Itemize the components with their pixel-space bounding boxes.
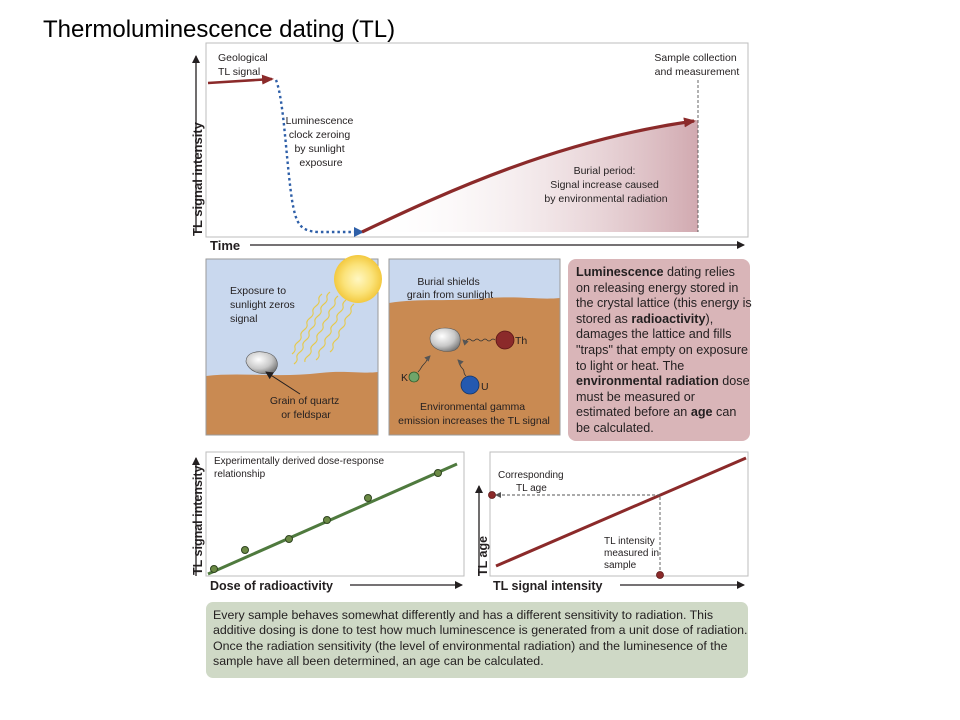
exposure-caption: Exposure to sunlight zeros signal — [230, 285, 298, 325]
uranium-icon — [460, 375, 480, 395]
age-calibration-panel: TL signal intensity TL age Corresponding… — [475, 451, 749, 593]
info-term-radioactivity: radioactivity — [631, 311, 706, 326]
thorium-label: Th — [515, 335, 527, 347]
dose-response-panel: Dose of radioactivity TL signal intensit… — [191, 451, 465, 593]
dose-y-label: TL signal intensity — [191, 465, 205, 575]
grain-pointer — [265, 371, 301, 395]
sunlight-rays — [291, 291, 355, 365]
geological-signal-line — [207, 74, 274, 85]
gamma-label: Environmental gamma emission increases t… — [398, 401, 550, 427]
age-x-label: TL signal intensity — [493, 579, 603, 593]
burial-shading — [362, 120, 698, 232]
tl-intensity-axis-label: TL signal intensity — [190, 121, 205, 236]
uranium-emission — [457, 359, 467, 377]
buried-grain-icon — [429, 327, 461, 352]
grain-label: Grain of quartz or feldspar — [270, 395, 342, 421]
burial-panel: Burial shields grain from sunlight Th K … — [388, 258, 561, 436]
burial-growth-line — [361, 117, 696, 234]
time-axis-label: Time — [210, 238, 240, 253]
sample-collection-label: Sample collection and measurement — [654, 52, 739, 78]
slide-title: Thermoluminescence dating (TL) — [43, 16, 396, 43]
potassium-icon — [408, 371, 420, 383]
exposure-panel: Exposure to sunlight zeros signal Grain … — [205, 255, 382, 436]
age-calibration-line — [495, 456, 747, 568]
exposure-soil — [206, 371, 378, 435]
bottom-note: Every sample behaves somewhat differentl… — [213, 608, 748, 669]
tl-age-point — [488, 491, 496, 499]
info-box: Luminescence dating relies on releasing … — [576, 265, 752, 435]
dose-x-label: Dose of radioactivity — [210, 579, 333, 593]
corresponding-label: Corresponding TL age — [498, 470, 566, 494]
age-y-label: TL age — [476, 536, 490, 576]
zeroing-label: Luminescence clock zeroing by sunlight e… — [286, 115, 357, 169]
zeroing-dotted-line — [274, 79, 364, 237]
grain-icon — [245, 351, 278, 375]
uranium-label: U — [481, 381, 489, 393]
burial-period-label: Burial period: Signal increase caused by… — [544, 165, 667, 205]
burial-caption: Burial shields grain from sunlight — [407, 276, 493, 301]
measured-label: TL intensity measured in sample — [604, 536, 662, 571]
geological-label: Geological TL signal — [218, 52, 271, 78]
potassium-emission — [417, 355, 431, 373]
info-term-luminescence: Luminescence — [576, 265, 664, 279]
thorium-icon — [495, 330, 515, 350]
info-box-bg — [568, 259, 750, 441]
thorium-emission — [462, 338, 496, 346]
dose-response-line — [207, 462, 458, 576]
dose-response-points — [210, 469, 442, 573]
note-box-bg — [206, 602, 748, 678]
tl-intensity-point — [656, 571, 664, 579]
sun-icon — [334, 255, 382, 303]
dose-caption: Experimentally derived dose-response rel… — [214, 456, 387, 480]
info-term-age: age — [690, 405, 713, 420]
time-series-panel: Time TL signal intensity Geological TL s… — [190, 42, 749, 253]
info-term-environmental-radiation: environmental radiation — [576, 374, 719, 389]
potassium-label: K — [401, 372, 408, 384]
burial-soil — [389, 297, 560, 435]
